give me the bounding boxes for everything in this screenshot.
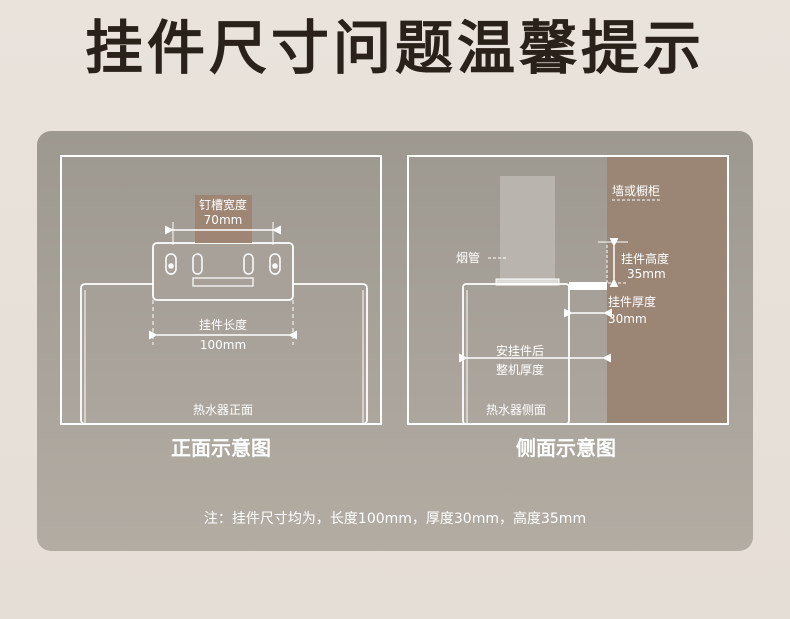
- flue-pipe: [500, 176, 555, 280]
- page-title: 挂件尺寸问题温馨提示: [84, 14, 705, 82]
- pipe-label: 烟管: [456, 250, 480, 265]
- height-value: 35mm: [627, 267, 666, 281]
- thickness-label: 挂件厚度: [608, 294, 656, 309]
- keyhole-left: [165, 253, 177, 275]
- front-caption: 正面示意图: [171, 436, 271, 460]
- wall-label: 墙或橱柜: [612, 184, 660, 198]
- after-label-1: 安挂件后: [496, 343, 544, 358]
- hanger-side: [569, 282, 607, 290]
- length-value: 100mm: [200, 338, 246, 352]
- hanger-plate: [152, 242, 294, 301]
- length-label: 挂件长度: [199, 317, 247, 332]
- side-view: 墙或橱柜 烟管 挂件高度 35mm 挂件厚度 30mm 安挂件后 整机厚度 热水…: [407, 155, 729, 460]
- side-caption: 侧面示意图: [516, 436, 616, 460]
- height-label: 挂件高度: [621, 251, 669, 266]
- thickness-value: 30mm: [608, 312, 647, 326]
- slot-left: [192, 253, 203, 275]
- keyhole-right: [269, 253, 281, 275]
- after-label-2: 整机厚度: [496, 362, 544, 377]
- wall: [607, 157, 727, 423]
- slot-width-label: 钉槽宽度: [199, 197, 247, 212]
- heater-front-label: 热水器正面: [193, 403, 253, 417]
- dimension-note: 注：挂件尺寸均为，长度100mm，厚度30mm，高度35mm: [203, 511, 587, 527]
- heater-side-label: 热水器侧面: [486, 403, 546, 417]
- front-view: 钉槽宽度 70mm 挂件长度 100mm 热水器正面 正面示意图: [60, 155, 382, 460]
- slot-right: [243, 253, 254, 275]
- slot-width-box: [195, 195, 252, 243]
- slot-width-value: 70mm: [204, 213, 243, 227]
